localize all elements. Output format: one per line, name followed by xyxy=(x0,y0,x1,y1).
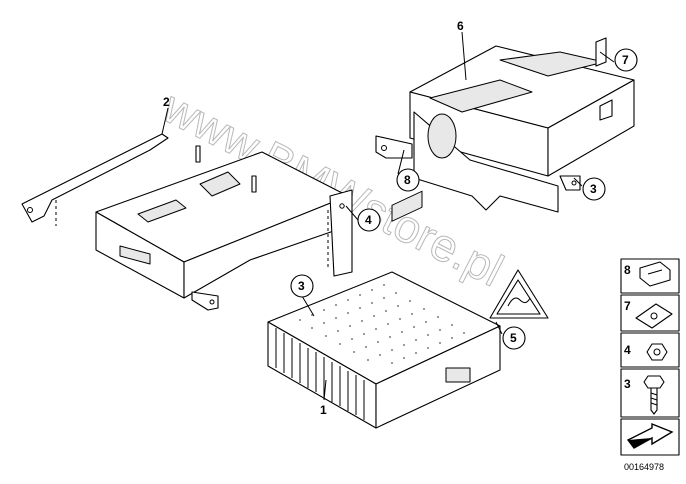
callout-3-top: 3 xyxy=(582,177,606,201)
hex-nut-icon xyxy=(646,343,668,361)
perforated-top xyxy=(299,284,465,364)
svg-text:4: 4 xyxy=(365,213,372,227)
callout-7: 7 xyxy=(614,48,638,72)
parts-legend: 8 7 4 3 xyxy=(620,258,680,472)
reference-number: 00164978 xyxy=(624,462,664,472)
legend-item-8: 8 xyxy=(620,258,680,294)
callout-6: 6 xyxy=(457,19,464,33)
clip-nut-icon xyxy=(639,261,671,287)
svg-text:1: 1 xyxy=(320,403,327,417)
direction-arrow-icon xyxy=(626,422,674,449)
legend-item-3: 3 xyxy=(620,368,680,418)
svg-text:3: 3 xyxy=(624,377,631,391)
warning-label-part-5 xyxy=(489,269,549,319)
svg-text:3: 3 xyxy=(298,279,305,293)
leader-lines xyxy=(161,31,615,401)
amplifier-part-1 xyxy=(267,190,501,429)
cage-bracket-part-6 xyxy=(375,37,635,213)
svg-text:3: 3 xyxy=(590,182,597,196)
callout-8: 8 xyxy=(396,168,420,192)
svg-text:6: 6 xyxy=(457,19,464,33)
hex-screw-icon xyxy=(643,375,665,415)
legend-item-4: 4 xyxy=(620,332,680,368)
svg-text:8: 8 xyxy=(624,263,631,277)
svg-text:2: 2 xyxy=(163,95,170,109)
callout-1: 1 xyxy=(320,403,327,417)
bracket-part-2 xyxy=(21,133,353,311)
svg-text:4: 4 xyxy=(624,343,631,357)
spring-nut-icon xyxy=(635,303,673,329)
callout-2: 2 xyxy=(163,95,170,109)
callout-3-amp: 3 xyxy=(290,274,314,298)
legend-arrow-box xyxy=(620,418,680,456)
callout-4: 4 xyxy=(357,208,381,232)
svg-text:8: 8 xyxy=(404,173,411,187)
callout-5: 5 xyxy=(502,326,526,350)
legend-item-7: 7 xyxy=(620,294,680,332)
svg-text:7: 7 xyxy=(624,299,631,313)
svg-text:7: 7 xyxy=(622,53,629,67)
svg-text:5: 5 xyxy=(510,331,517,345)
